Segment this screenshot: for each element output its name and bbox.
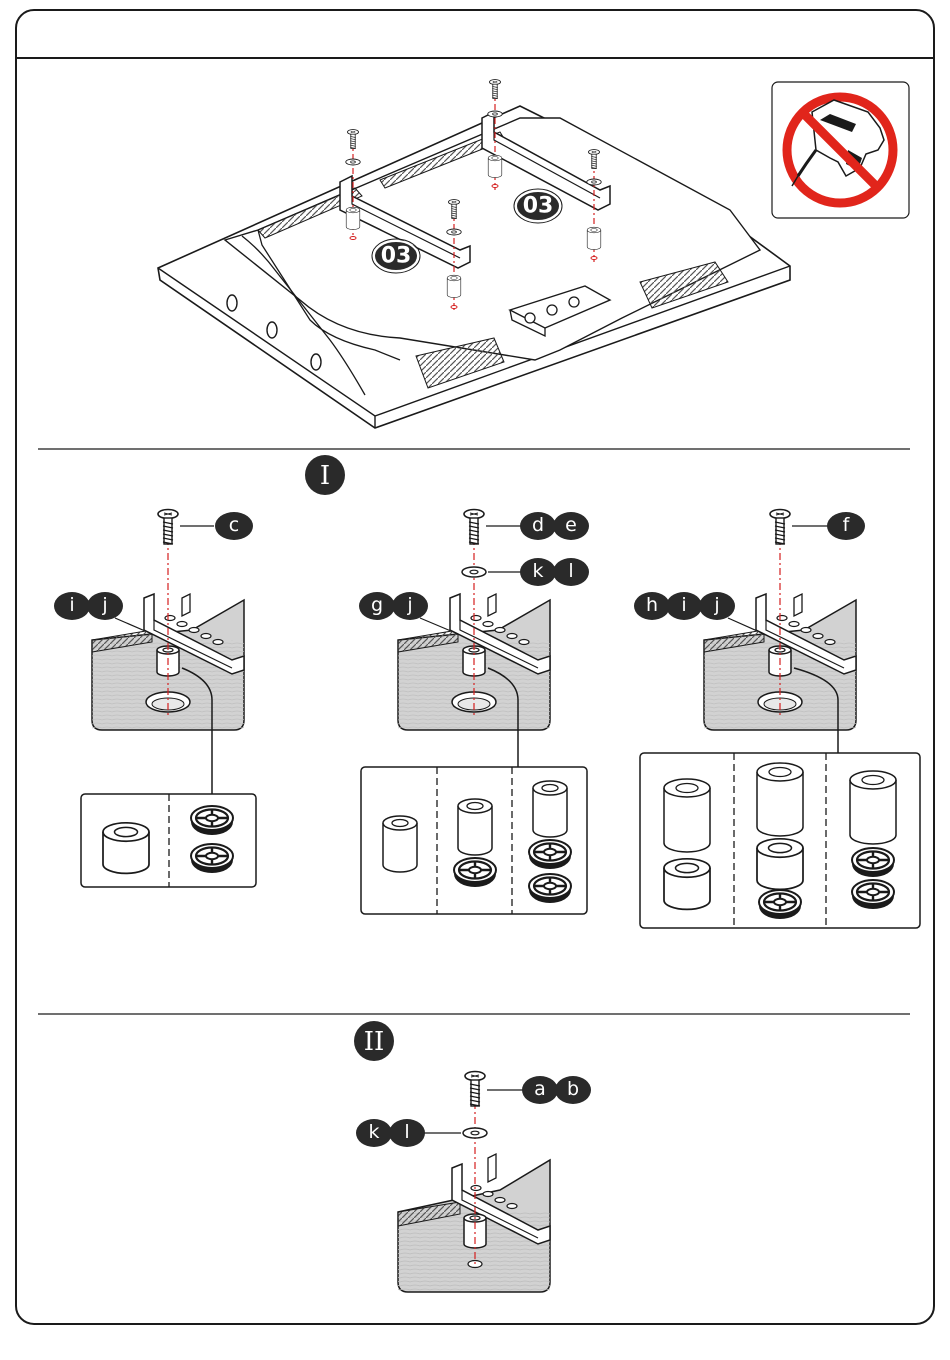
svg-text:b: b <box>567 1078 579 1100</box>
svg-text:i: i <box>681 594 686 616</box>
bubble-b: b <box>555 1076 591 1104</box>
tv-back-illustration <box>158 80 790 428</box>
svg-text:l: l <box>404 1121 409 1143</box>
step-1-label: I <box>320 461 330 491</box>
bubble-c: c <box>215 512 253 540</box>
svg-text:e: e <box>565 514 577 536</box>
step-1-detail-1 <box>81 510 256 888</box>
svg-text:l: l <box>568 560 573 582</box>
bubble-l-col2: l <box>553 558 589 586</box>
svg-text:h: h <box>646 594 658 616</box>
svg-text:a: a <box>534 1078 546 1100</box>
svg-text:j: j <box>406 594 412 616</box>
callout-03-right-label: 03 <box>523 194 554 219</box>
step-1-detail-3 <box>640 510 920 929</box>
bubble-a: a <box>522 1076 558 1104</box>
bubble-e: e <box>553 512 589 540</box>
bubble-k-col2: k <box>520 558 556 586</box>
svg-text:k: k <box>532 560 543 582</box>
step-2-detail <box>398 1072 550 1293</box>
callout-03-left-label: 03 <box>381 244 412 269</box>
bubble-j-col1: j <box>87 592 123 620</box>
callout-03-left: 03 <box>372 239 420 273</box>
bubble-j-col3: j <box>699 592 735 620</box>
svg-text:j: j <box>101 594 107 616</box>
svg-text:d: d <box>532 514 544 536</box>
step-1-badge: I <box>305 455 345 495</box>
no-power-drill-icon <box>772 82 909 218</box>
callout-03-right: 03 <box>514 189 562 223</box>
bubble-d: d <box>520 512 556 540</box>
svg-text:i: i <box>69 594 74 616</box>
bubble-h: h <box>634 592 670 620</box>
svg-text:c: c <box>229 514 239 536</box>
bubble-k-step2: k <box>356 1119 392 1147</box>
svg-text:k: k <box>368 1121 379 1143</box>
bubble-i-col1: i <box>54 592 90 620</box>
bubble-g: g <box>359 592 395 620</box>
step-2-badge: II <box>354 1021 394 1061</box>
bubble-f: f <box>827 512 865 540</box>
svg-text:g: g <box>371 594 383 616</box>
bubble-i-col3: i <box>666 592 702 620</box>
step-2-label: II <box>364 1027 385 1057</box>
bubble-l-step2: l <box>389 1119 425 1147</box>
svg-text:j: j <box>713 594 719 616</box>
bubble-j-col2: j <box>392 592 428 620</box>
